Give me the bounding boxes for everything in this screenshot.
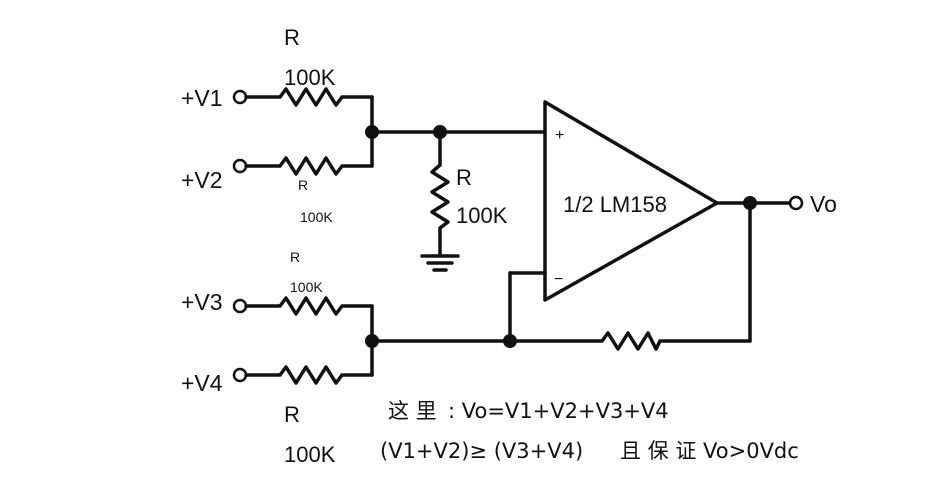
ground-branch — [420, 130, 460, 272]
opamp-triangle — [543, 100, 719, 302]
note-line2-condition: (V1+V2)≥ (V3+V4) — [380, 439, 583, 463]
v1-terminal[interactable] — [232, 89, 248, 105]
r-ground-name: R — [456, 165, 472, 190]
junction-dot — [503, 334, 517, 348]
junction-dot — [365, 125, 379, 139]
ground-icon — [420, 254, 460, 272]
label-v2: +V2 — [181, 167, 223, 193]
label-vo: Vo — [810, 191, 837, 217]
note-line1-formula: : Vo=V1+V2+V3+V4 — [448, 399, 669, 423]
input-v1-branch — [232, 87, 374, 107]
resistor-r-ground — [430, 163, 450, 230]
label-v4: +V4 — [181, 370, 223, 396]
note-line1-prefix: 这 里 — [388, 399, 437, 423]
resistor-r3 — [278, 296, 344, 316]
r3-value: 100K — [290, 279, 323, 295]
opamp-minus-sign: − — [554, 271, 563, 288]
vo-terminal[interactable] — [788, 195, 804, 211]
r-ground-value: 100K — [456, 203, 508, 228]
v3-terminal[interactable] — [232, 298, 248, 314]
opamp-plus-sign: + — [555, 127, 564, 144]
r2-name: R — [298, 177, 308, 193]
label-v3: +V3 — [181, 289, 223, 315]
r3-name: R — [290, 249, 300, 265]
v2-terminal[interactable] — [232, 158, 248, 174]
top-junction-wires — [365, 95, 547, 168]
resistor-r1 — [278, 87, 344, 107]
resistor-r4 — [278, 365, 344, 385]
resistor-r2 — [278, 156, 344, 176]
r1-value: 100K — [284, 65, 336, 90]
note-line2-suffix: 且 保 证 Vo>0Vdc — [620, 439, 799, 463]
v4-terminal[interactable] — [232, 367, 248, 383]
r1-name: R — [284, 25, 300, 50]
inverting-input-wires — [370, 201, 752, 351]
opamp-label: 1/2 LM158 — [563, 192, 667, 217]
junction-dot — [365, 334, 379, 348]
label-v1: +V1 — [181, 85, 223, 111]
input-v2-branch — [232, 156, 374, 176]
r4-name: R — [284, 402, 300, 427]
r4-value: 100K — [284, 442, 336, 467]
input-v4-branch — [232, 365, 374, 385]
input-v3-branch — [232, 296, 374, 316]
bottom-junction-wires — [365, 304, 379, 377]
feedback-resistor — [600, 331, 662, 351]
r2-value: 100K — [300, 209, 333, 225]
